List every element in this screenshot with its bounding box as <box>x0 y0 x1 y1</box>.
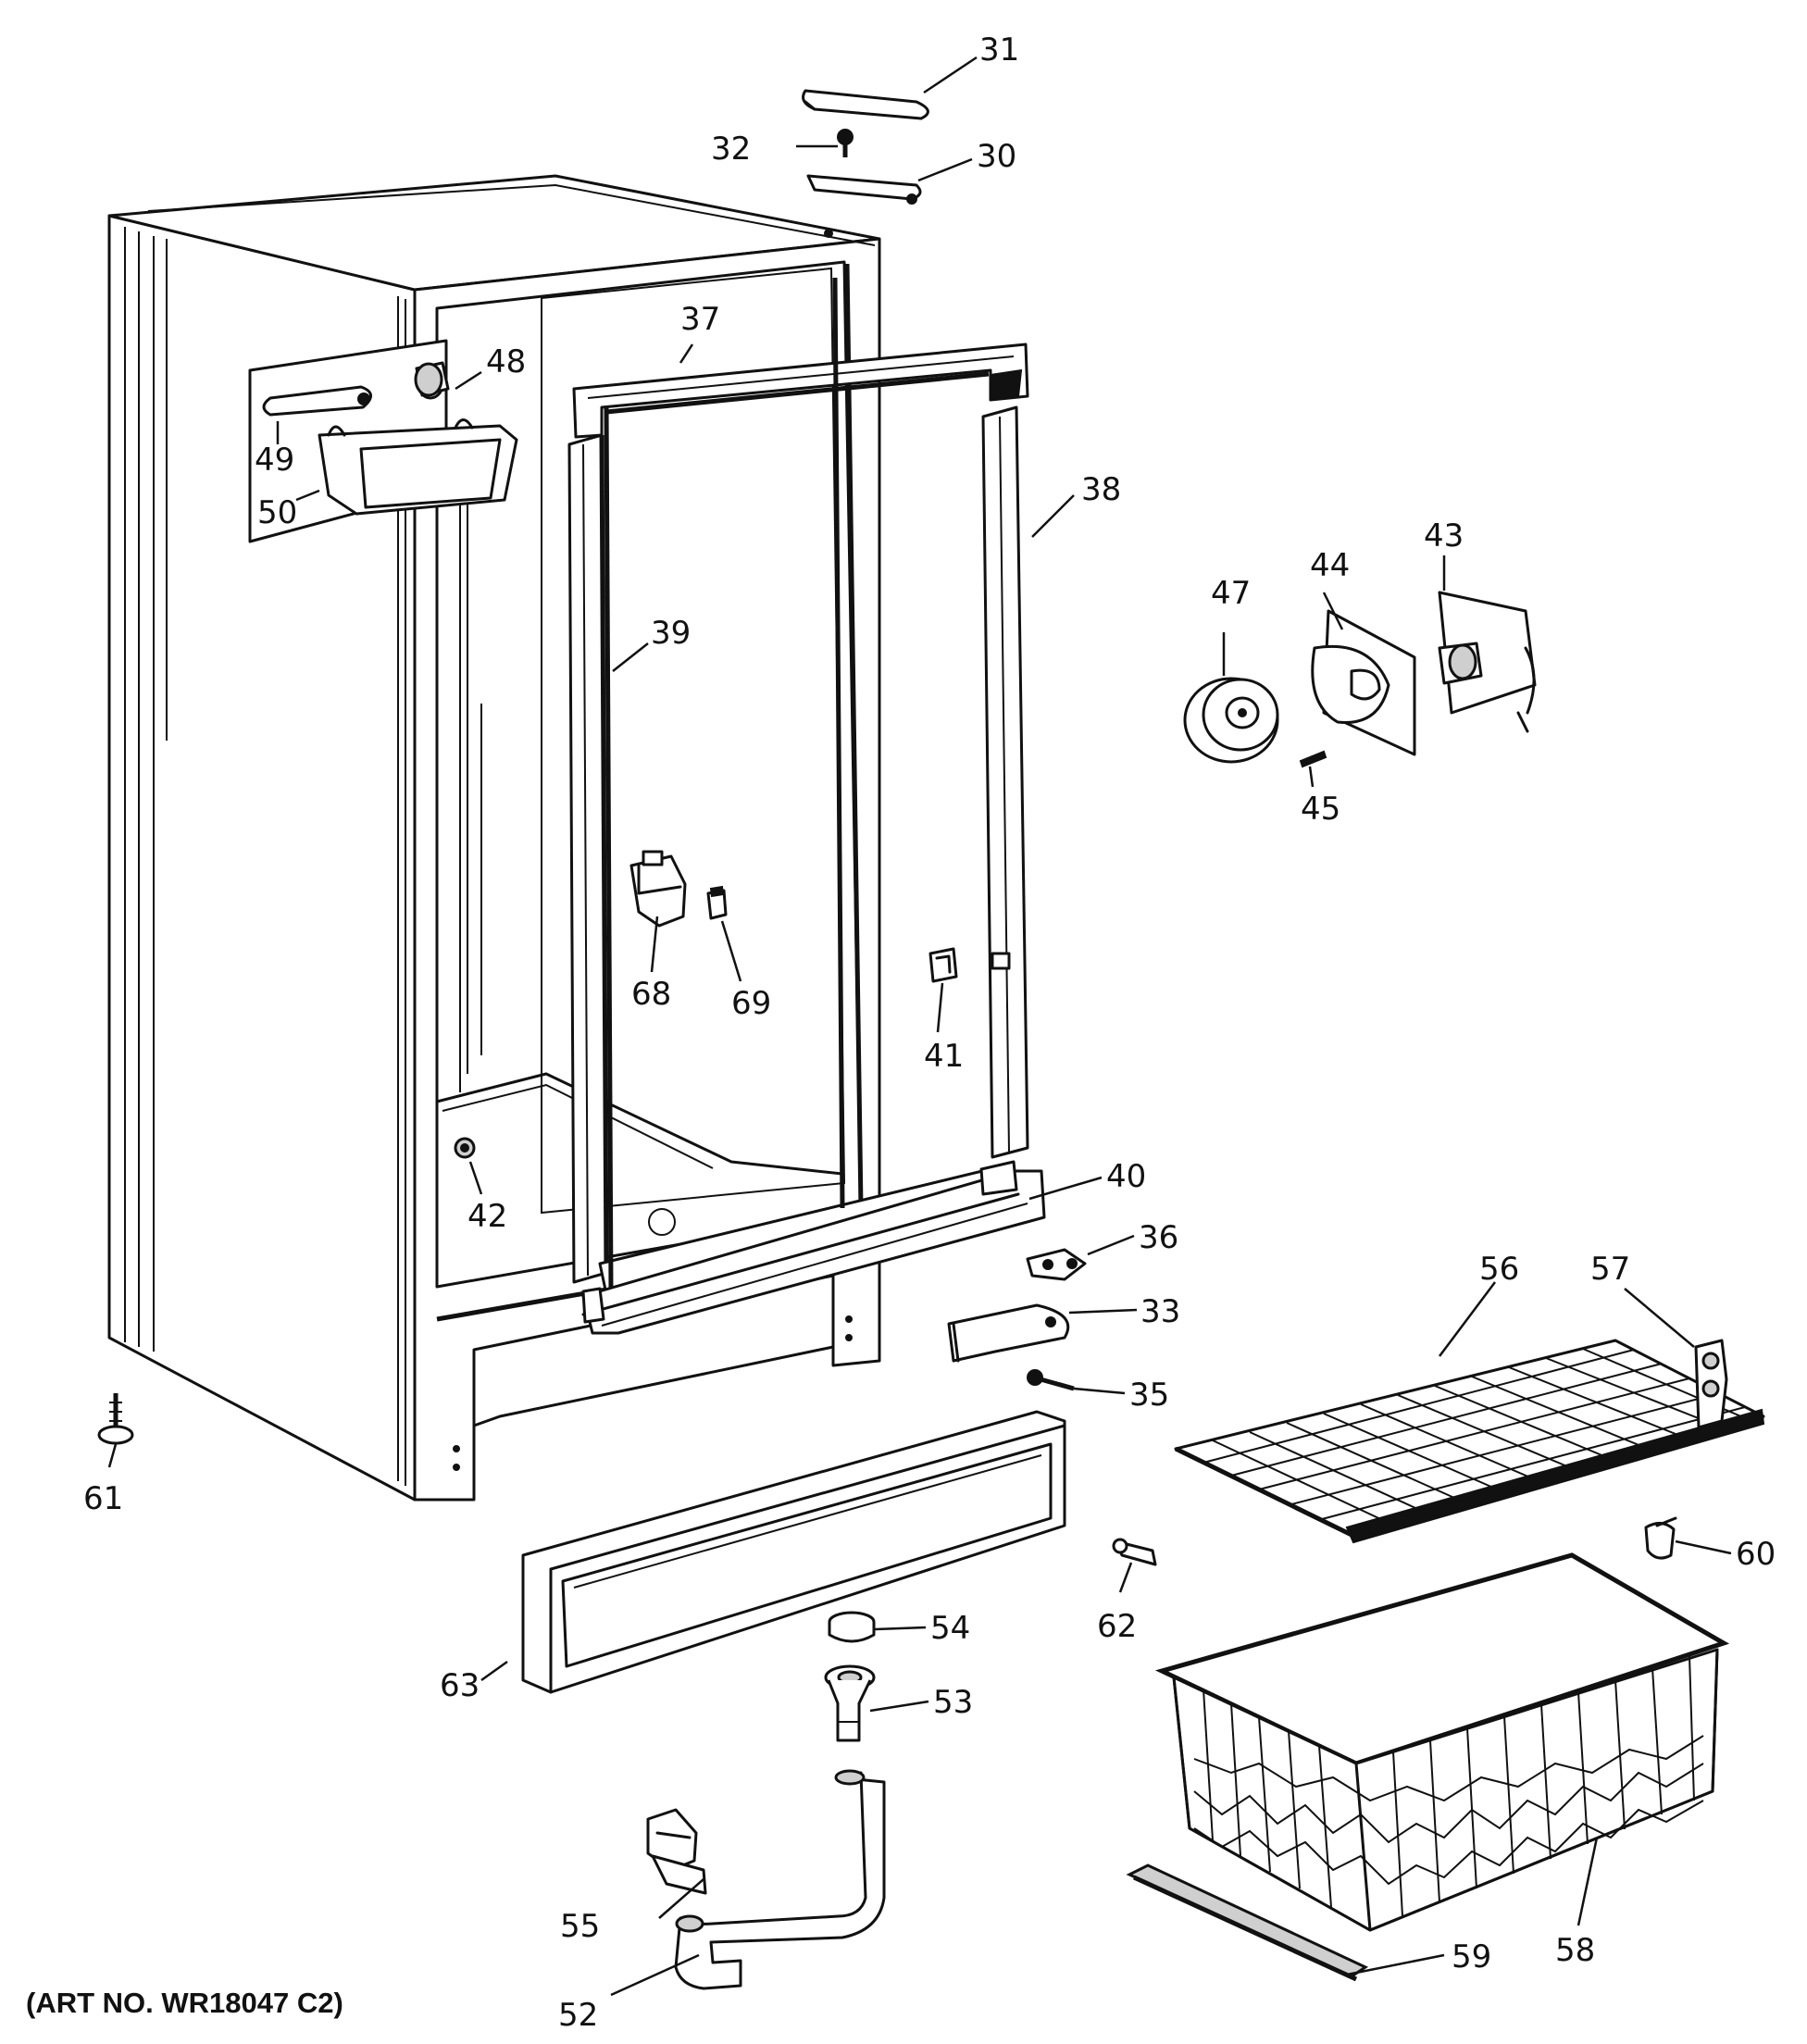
thermostat-knob-48 <box>414 361 450 397</box>
callouts: 31 32 30 37 48 38 39 47 44 43 45 49 50 6… <box>83 31 1776 2034</box>
callout-48: 48 <box>486 343 526 380</box>
callout-36: 36 <box>1139 1219 1178 1256</box>
callout-37: 37 <box>680 301 720 338</box>
knob-47 <box>1183 677 1279 764</box>
floor-drain-hole <box>648 1208 676 1236</box>
thermostat-43 <box>1438 591 1537 733</box>
hinge-pin-36 <box>1026 1248 1087 1281</box>
drain-tube-52 <box>674 1769 886 1990</box>
callout-52: 52 <box>558 1997 598 2034</box>
callout-60: 60 <box>1736 1536 1776 1573</box>
callout-58: 58 <box>1555 1932 1595 1969</box>
screw-35 <box>1027 1369 1075 1391</box>
callout-50: 50 <box>257 494 297 531</box>
leveling-leg-61 <box>97 1393 134 1445</box>
callout-49: 49 <box>255 442 294 479</box>
leader-lines <box>107 56 1732 1997</box>
basket-clip-60 <box>1644 1516 1677 1560</box>
drain-fitting-42 <box>454 1137 476 1159</box>
hinge-bottom-33 <box>947 1303 1070 1363</box>
control-housing-44 <box>1311 609 1416 756</box>
callout-32: 32 <box>711 131 751 168</box>
callout-54: 54 <box>930 1610 970 1647</box>
callout-47: 47 <box>1211 575 1251 612</box>
wire-shelf-56 <box>1174 1339 1765 1544</box>
drain-fitting-53 <box>824 1664 876 1742</box>
callout-63: 63 <box>440 1667 480 1704</box>
callout-45: 45 <box>1301 791 1340 828</box>
basket-58 <box>1154 1552 1730 1932</box>
screw-45 <box>1299 750 1327 768</box>
callout-42: 42 <box>467 1198 507 1235</box>
basket-trim-59 <box>1126 1863 1369 1982</box>
callout-62: 62 <box>1097 1608 1137 1645</box>
callout-69: 69 <box>731 985 771 1022</box>
callout-38: 38 <box>1081 471 1121 508</box>
callout-31: 31 <box>979 31 1019 69</box>
drain-clip-55 <box>646 1808 707 1895</box>
drain-cap-54 <box>828 1611 876 1643</box>
callout-33: 33 <box>1140 1293 1180 1330</box>
callout-59: 59 <box>1452 1938 1491 1975</box>
callout-57: 57 <box>1590 1251 1630 1288</box>
callout-40: 40 <box>1106 1158 1146 1195</box>
gasket-bottom-40 <box>581 1160 1046 1335</box>
bracket-50 <box>318 418 518 516</box>
gasket-right-38 <box>981 405 1029 1159</box>
hinge-screw-32 <box>837 129 854 157</box>
callout-35: 35 <box>1129 1377 1169 1414</box>
shelf-stop-62 <box>1112 1538 1157 1566</box>
door-inner-frame <box>604 277 845 1292</box>
gasket-top-37 <box>572 343 1029 439</box>
hinge-cover-31 <box>802 89 929 120</box>
callout-30: 30 <box>977 138 1016 175</box>
hinge-top-30 <box>806 174 922 205</box>
callout-56: 56 <box>1479 1251 1519 1288</box>
callout-39: 39 <box>651 615 691 652</box>
callout-61: 61 <box>83 1480 123 1517</box>
light-socket-68 <box>629 850 687 928</box>
callout-44: 44 <box>1310 547 1350 584</box>
shelf-support-57 <box>1694 1339 1728 1429</box>
callout-53: 53 <box>933 1684 973 1721</box>
art-number-caption: (ART NO. WR18047 C2) <box>26 1987 343 2019</box>
switch-69 <box>706 885 728 920</box>
callout-55: 55 <box>560 1908 600 1945</box>
kickplate-63 <box>521 1410 1066 1694</box>
callout-43: 43 <box>1424 517 1464 555</box>
callout-41: 41 <box>924 1038 964 1075</box>
door-stop-41 <box>928 947 958 983</box>
callout-68: 68 <box>631 976 671 1013</box>
